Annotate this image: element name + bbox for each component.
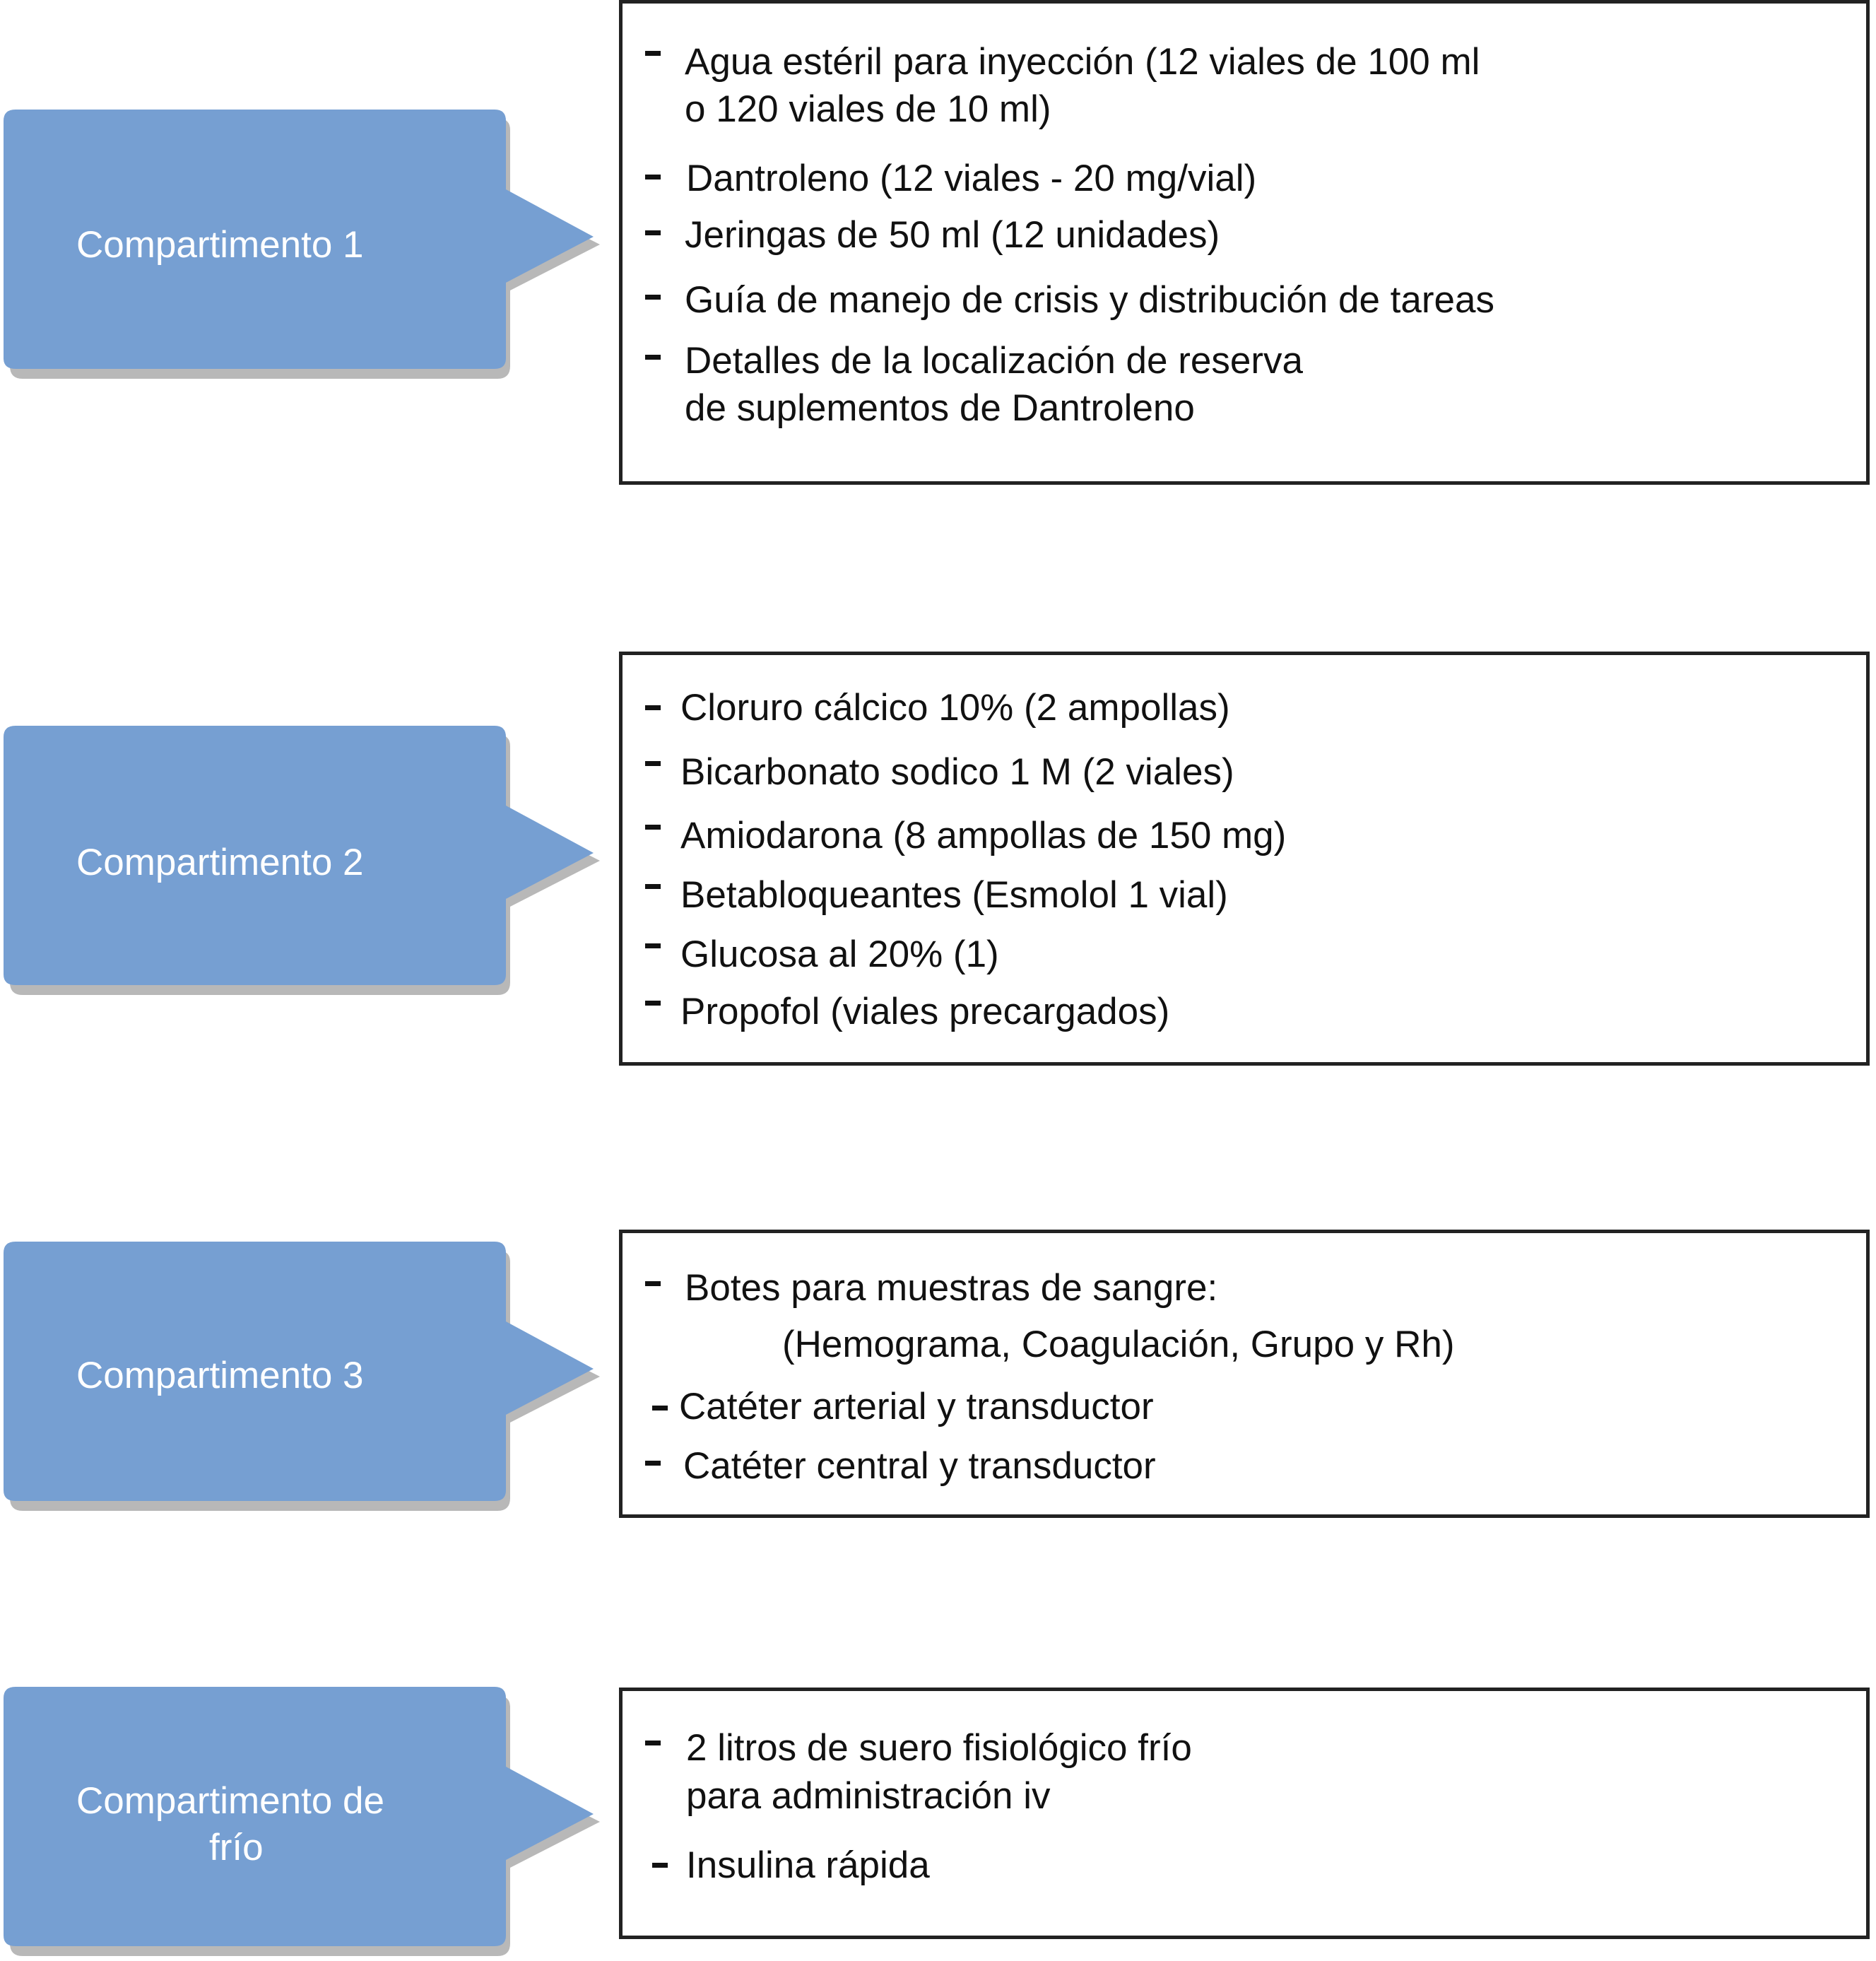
list-item: Amiodarona (8 ampollas de 150 mg) bbox=[680, 815, 1287, 856]
dash-bullet bbox=[645, 761, 661, 766]
list-item-continuation: o 120 viales de 10 ml) bbox=[685, 88, 1051, 130]
callout-compartimento-2: Compartimento 2 bbox=[0, 722, 608, 998]
dash-bullet bbox=[645, 884, 661, 889]
compartment-label-line-1: Compartimento de bbox=[76, 1780, 384, 1822]
dash-bullet bbox=[645, 1001, 661, 1006]
dash-bullet bbox=[652, 1863, 668, 1868]
list-item: Propofol (viales precargados) bbox=[680, 991, 1170, 1032]
compartment-label-line-2: frío bbox=[209, 1827, 264, 1868]
list-item: Bicarbonato sodico 1 M (2 viales) bbox=[680, 751, 1234, 793]
dash-bullet bbox=[645, 943, 661, 948]
compartment-label: Compartimento 2 bbox=[76, 842, 364, 883]
list-item-continuation: (Hemograma, Coagulación, Grupo y Rh) bbox=[782, 1324, 1455, 1365]
list-item: Dantroleno (12 viales - 20 mg/vial) bbox=[686, 158, 1257, 199]
dash-bullet bbox=[645, 825, 661, 830]
callout-compartimento-1: Compartimento 1 bbox=[0, 106, 608, 382]
callout-shape bbox=[4, 110, 600, 379]
compartment-label: Compartimento 1 bbox=[76, 224, 364, 266]
dash-bullet bbox=[645, 355, 661, 360]
dash-bullet bbox=[645, 295, 661, 300]
dash-bullet bbox=[652, 1406, 668, 1411]
items-box-compartimento-2: Cloruro cálcico 10% (2 ampollas) Bicarbo… bbox=[619, 652, 1870, 1066]
dash-bullet bbox=[645, 51, 661, 56]
callout-shape bbox=[4, 726, 600, 995]
list-item: Detalles de la localización de reserva bbox=[685, 340, 1303, 382]
list-item: Betabloqueantes (Esmolol 1 vial) bbox=[680, 874, 1228, 916]
list-item: Insulina rápida bbox=[686, 1844, 930, 1886]
dash-bullet bbox=[645, 1461, 661, 1466]
list-item: Agua estéril para inyección (12 viales d… bbox=[685, 41, 1480, 83]
items-box-compartimento-1: Agua estéril para inyección (12 viales d… bbox=[619, 0, 1870, 485]
callout-compartimento-3: Compartimento 3 bbox=[0, 1238, 608, 1514]
list-item: Botes para muestras de sangre: bbox=[685, 1267, 1218, 1309]
list-item: Guía de manejo de crisis y distribución … bbox=[685, 279, 1494, 321]
items-box-compartimento-3: Botes para muestras de sangre: (Hemogram… bbox=[619, 1230, 1870, 1518]
list-item: 2 litros de suero fisiológico frío bbox=[686, 1727, 1192, 1769]
list-item: Catéter arterial y transductor bbox=[679, 1386, 1154, 1427]
compartment-label: Compartimento 3 bbox=[76, 1355, 364, 1396]
list-item-continuation: de suplementos de Dantroleno bbox=[685, 387, 1195, 429]
list-item: Jeringas de 50 ml (12 unidades) bbox=[685, 214, 1220, 256]
callout-compartimento-frio: Compartimento de frío bbox=[0, 1683, 608, 1959]
dash-bullet bbox=[645, 230, 661, 235]
items-box-compartimento-frio: 2 litros de suero fisiológico frío para … bbox=[619, 1688, 1870, 1939]
dash-bullet bbox=[645, 705, 661, 710]
dash-bullet bbox=[645, 1281, 661, 1286]
callout-shape bbox=[4, 1242, 600, 1511]
list-item: Glucosa al 20% (1) bbox=[680, 934, 999, 975]
list-item-continuation: para administración iv bbox=[686, 1775, 1051, 1817]
list-item: Catéter central y transductor bbox=[683, 1445, 1156, 1487]
dash-bullet bbox=[645, 175, 661, 179]
callout-shape bbox=[4, 1687, 600, 1956]
dash-bullet bbox=[645, 1741, 661, 1745]
list-item: Cloruro cálcico 10% (2 ampollas) bbox=[680, 687, 1230, 729]
